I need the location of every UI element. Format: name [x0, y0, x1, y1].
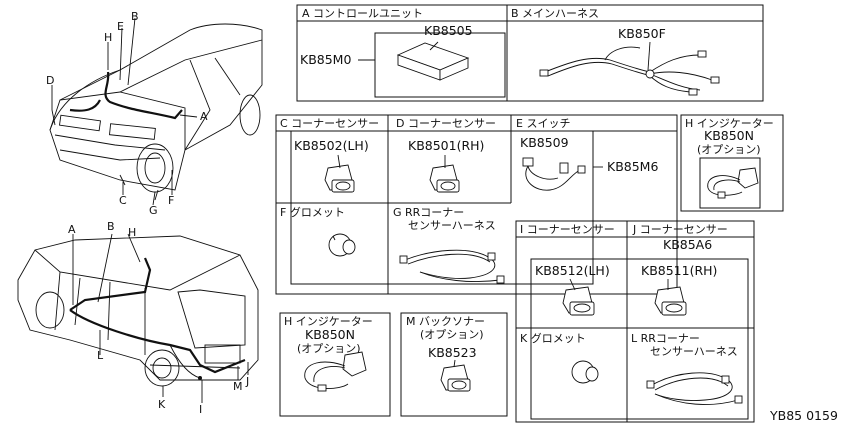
rear-vehicle-illustration: [17, 235, 259, 387]
panel-e-label: E スイッチ: [516, 117, 570, 130]
panel-c-part: KB8502(LH): [294, 138, 369, 153]
rear-letter-j: J: [245, 375, 249, 388]
front-letter-d: D: [46, 74, 54, 87]
front-letter-b: B: [131, 10, 139, 23]
corner-sensor-j-drawing: [654, 279, 687, 316]
grommet-k-drawing: [571, 360, 599, 384]
rear-letter-k: K: [158, 398, 166, 411]
rr-corner-harness-g-drawing: [399, 249, 505, 284]
rear-letter-m: M: [233, 380, 243, 393]
panel-m-label: M バックソナー: [406, 315, 485, 328]
panel-l-label-line2: センサーハーネス: [650, 345, 738, 358]
panel-j-group: KB85A6: [663, 237, 712, 252]
panel-m-option: (オプション): [420, 328, 484, 341]
indicator-h-bottom-drawing: [304, 351, 367, 392]
panel-h-top-part: KB850N: [704, 128, 754, 143]
main-harness-drawing: [539, 41, 720, 96]
diagram-code: YB85 0159: [769, 408, 838, 423]
back-sonar-m-drawing: [440, 359, 471, 392]
front-letter-c: C: [119, 194, 127, 207]
rear-letter-b: B: [107, 220, 115, 233]
corner-sensor-c-drawing: [324, 154, 355, 193]
corner-sensor-d-drawing: [429, 155, 460, 193]
front-letter-e: E: [117, 20, 124, 33]
panel-i-label: I コーナーセンサー: [520, 223, 615, 236]
panel-a-label: A コントロールユニット: [302, 7, 423, 20]
panel-i-part: KB8512(LH): [535, 263, 610, 278]
indicator-h-top-drawing: [707, 167, 759, 199]
rear-letter-i: I: [199, 403, 202, 416]
panel-l-label: L RRコーナー: [631, 332, 700, 345]
control-unit-drawing: [396, 41, 470, 81]
panel-g-label: G RRコーナー: [393, 206, 464, 219]
panel-h-bottom: [279, 312, 391, 417]
panel-d-part: KB8501(RH): [408, 138, 484, 153]
panel-h-bottom-part: KB850N: [305, 327, 355, 342]
grommet-f-drawing: [328, 233, 356, 257]
rear-letter-a: A: [68, 223, 76, 236]
front-callouts: [51, 17, 198, 206]
panel-m: [400, 312, 508, 417]
panel-m-part: KB8523: [428, 345, 477, 360]
switch-e-drawing: [522, 157, 586, 191]
panel-e-group: KB85M6: [607, 159, 658, 174]
panel-h-top-option: (オプション): [697, 143, 761, 156]
panel-j-label: J コーナーセンサー: [632, 223, 728, 236]
panel-h-bottom-label: H インジケーター: [284, 315, 373, 328]
panel-h-top-label: H インジケーター: [685, 117, 774, 130]
panel-a-part: KB8505: [424, 23, 473, 38]
panel-h-top: [680, 114, 784, 212]
panel-g-label-line2: センサーハーネス: [408, 219, 496, 232]
panel-a-group: KB85M0: [300, 52, 351, 67]
panel-b-part: KB850F: [618, 26, 666, 41]
rear-callouts: [72, 233, 249, 403]
panel-i-l: [515, 220, 755, 423]
rear-letter-h: H: [128, 226, 136, 239]
rr-corner-harness-l-drawing: [646, 372, 743, 405]
panel-k-label: K グロメット: [520, 331, 586, 345]
corner-sensor-i-drawing: [562, 278, 595, 316]
front-letter-h: H: [104, 31, 112, 44]
panel-d-label: D コーナーセンサー: [396, 117, 496, 130]
panel-e-part: KB8509: [520, 135, 569, 150]
rear-letter-l: L: [97, 349, 104, 362]
panel-a-b: [296, 4, 764, 102]
panel-h-bottom-option: (オプション): [297, 342, 361, 355]
panel-c-label: C コーナーセンサー: [280, 117, 379, 130]
front-letter-f: F: [168, 194, 174, 207]
panel-c-g: [275, 114, 678, 295]
front-letter-g: G: [149, 204, 158, 217]
front-letter-a: A: [200, 110, 208, 123]
panel-f-label: F グロメット: [280, 205, 345, 219]
panel-j-part: KB8511(RH): [641, 263, 717, 278]
panel-b-label: B メインハーネス: [511, 7, 599, 20]
front-vehicle-illustration: [49, 23, 263, 201]
